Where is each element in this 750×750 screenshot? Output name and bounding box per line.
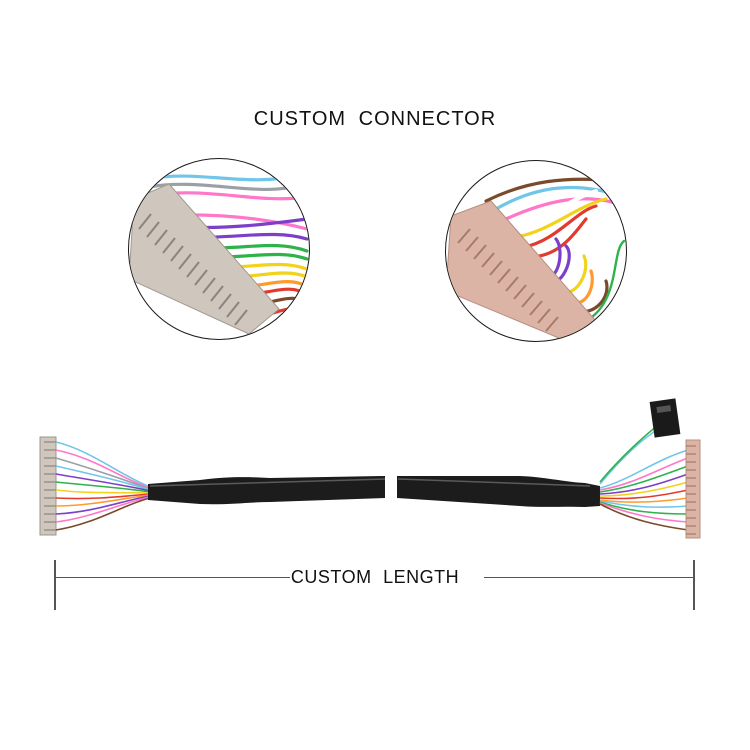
small-black-connector — [649, 398, 681, 438]
left-wire-fan — [55, 441, 151, 531]
connector-detail-left — [128, 158, 310, 340]
dimension-tick-right — [693, 560, 695, 610]
right-connector — [685, 439, 701, 539]
right-wire-fan — [599, 421, 689, 531]
left-connector — [39, 436, 57, 536]
cable-left-segment — [148, 476, 385, 505]
dimension-label: CUSTOM LENGTH — [290, 567, 460, 587]
cable-right-segment — [397, 476, 600, 507]
connector-detail-right — [445, 160, 627, 342]
dimension-line-left — [55, 577, 290, 578]
cable-assembly — [39, 398, 701, 539]
length-dimension: CUSTOM LENGTH — [0, 560, 750, 620]
page-title: CUSTOM CONNECTOR — [253, 108, 497, 130]
dimension-tick-left — [54, 560, 56, 610]
dimension-line-right — [484, 577, 694, 578]
